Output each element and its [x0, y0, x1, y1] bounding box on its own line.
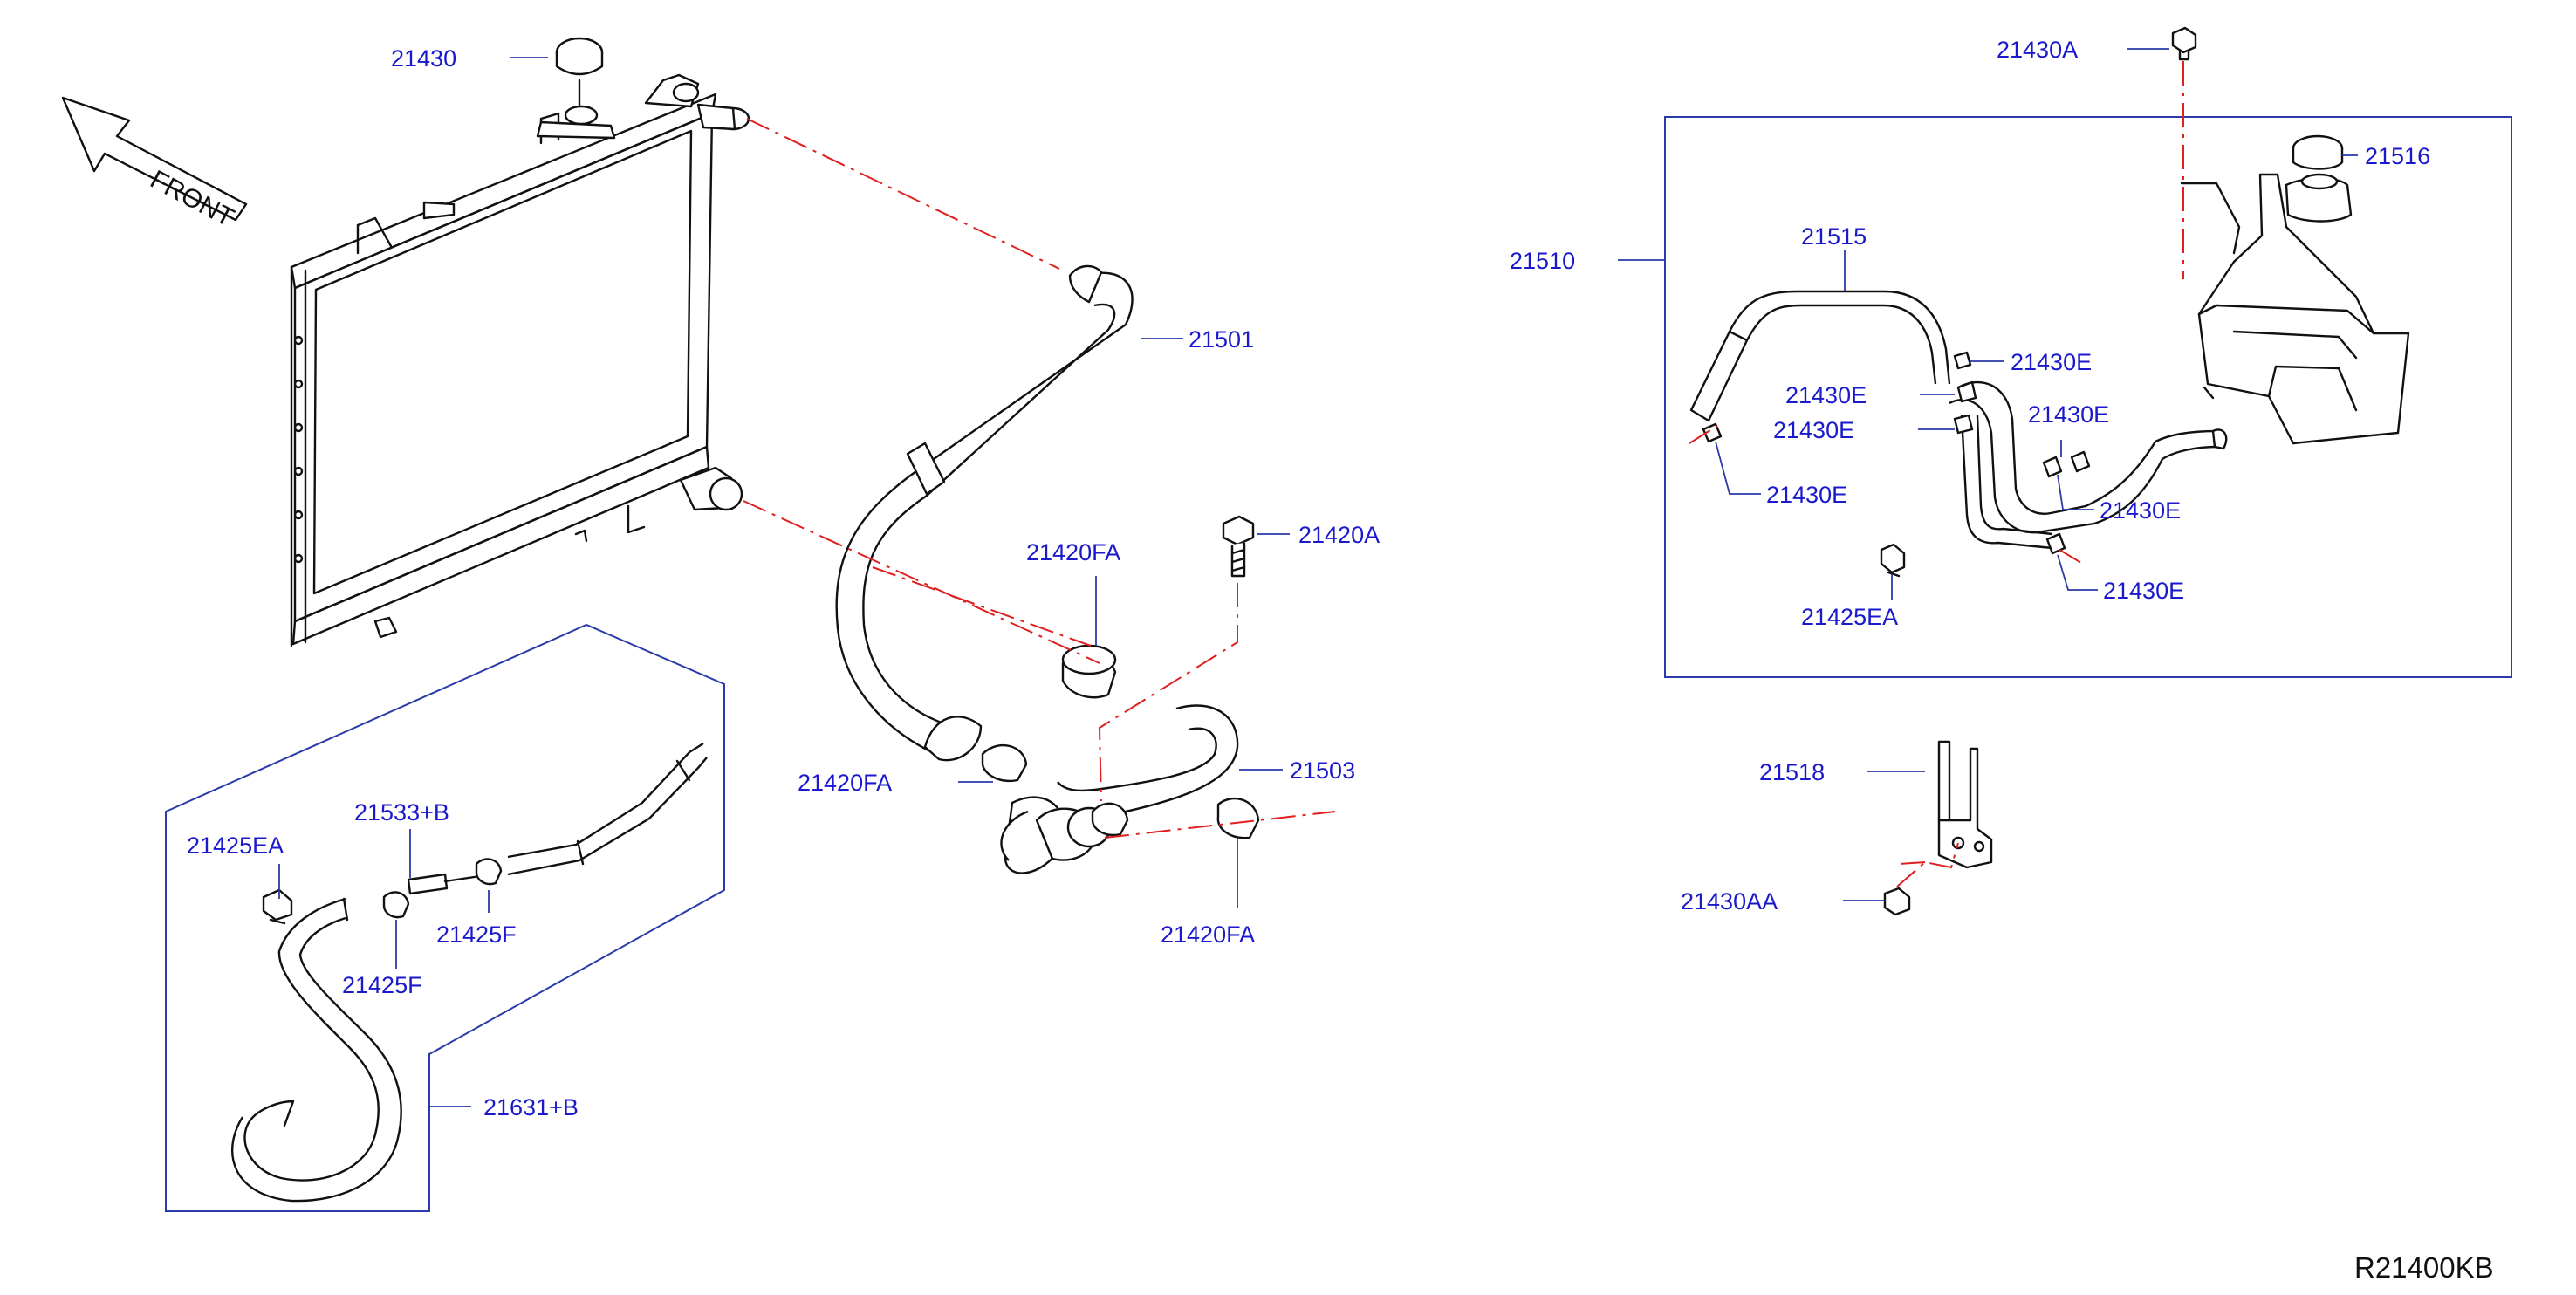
- reservoir-bracket-21518: [1937, 740, 1993, 869]
- label-21430: 21430: [391, 45, 456, 72]
- bolt-21430A: [2171, 26, 2197, 61]
- reservoir-inset-box: [1664, 116, 2512, 678]
- label-21420FA-left: 21420FA: [798, 770, 892, 796]
- label-21420FA-top: 21420FA: [1026, 539, 1120, 565]
- lower-radiator-hose: [1000, 704, 1239, 874]
- bolt-21430AA: [1883, 887, 1911, 916]
- heater-hose-inset-box: [165, 623, 725, 1212]
- label-21503: 21503: [1290, 757, 1355, 784]
- leader-lines: [278, 48, 2358, 1107]
- label-21430E-2: 21430E: [1785, 382, 1867, 408]
- label-21425EA-right: 21425EA: [1801, 604, 1898, 630]
- clip-21425EA-right: [1880, 543, 1906, 578]
- label-21425F-left: 21425F: [342, 972, 422, 998]
- clip-21425EA-left: [262, 888, 293, 925]
- label-21430E-7: 21430E: [2103, 578, 2184, 604]
- centerlines-right: [1689, 61, 2184, 887]
- label-21430A: 21430A: [1997, 37, 2078, 63]
- upper-radiator-hose: [835, 264, 1134, 762]
- label-21430E-5: 21430E: [2100, 497, 2181, 524]
- label-21420A: 21420A: [1298, 522, 1380, 548]
- label-21510: 21510: [1510, 248, 1575, 274]
- clamp-21425F-right: [475, 858, 503, 886]
- part-labels: 21430 21501 21420A 21420FA 21420FA 21503…: [187, 37, 2494, 1284]
- hose-clamp-upper: [1061, 644, 1117, 699]
- clamp-21425F-left: [382, 891, 410, 919]
- bolt-21420A: [1222, 515, 1255, 578]
- label-21425F-right: 21425F: [436, 922, 517, 948]
- heater-hose-pipe-21533: [407, 742, 708, 895]
- label-21516: 21516: [2365, 143, 2430, 169]
- label-21501: 21501: [1189, 326, 1254, 353]
- hose-clamp-bottom: [1216, 797, 1260, 839]
- label-21430E-3: 21430E: [1773, 417, 1854, 443]
- reservoir-tank: [2180, 134, 2410, 445]
- label-21430E-4: 21430E: [2028, 401, 2109, 428]
- radiator: [290, 73, 750, 648]
- label-21631B: 21631+B: [483, 1094, 579, 1120]
- heater-hose-21631: [230, 897, 402, 1202]
- clamp-21420FA-center: [1091, 802, 1129, 837]
- reservoir-hose-21515: [1689, 290, 1951, 422]
- label-21430AA: 21430AA: [1681, 888, 1778, 915]
- diagram-code: R21400KB: [2354, 1251, 2494, 1284]
- radiator-cap: [536, 37, 616, 140]
- label-21515: 21515: [1801, 223, 1867, 250]
- label-21430E-6: 21430E: [1766, 482, 1847, 508]
- label-21533B: 21533+B: [354, 799, 449, 826]
- label-21518: 21518: [1759, 759, 1825, 785]
- centerlines-left: [743, 118, 1336, 839]
- label-21430E-1: 21430E: [2011, 349, 2092, 375]
- front-direction-arrow: FRONT: [61, 96, 248, 233]
- label-21425EA-left: 21425EA: [187, 832, 284, 859]
- hose-clamp-left: [981, 744, 1028, 783]
- clips-21430E: [1702, 351, 2091, 555]
- radiator-side-holes: [293, 335, 304, 564]
- label-21420FA-bottom: 21420FA: [1161, 922, 1255, 948]
